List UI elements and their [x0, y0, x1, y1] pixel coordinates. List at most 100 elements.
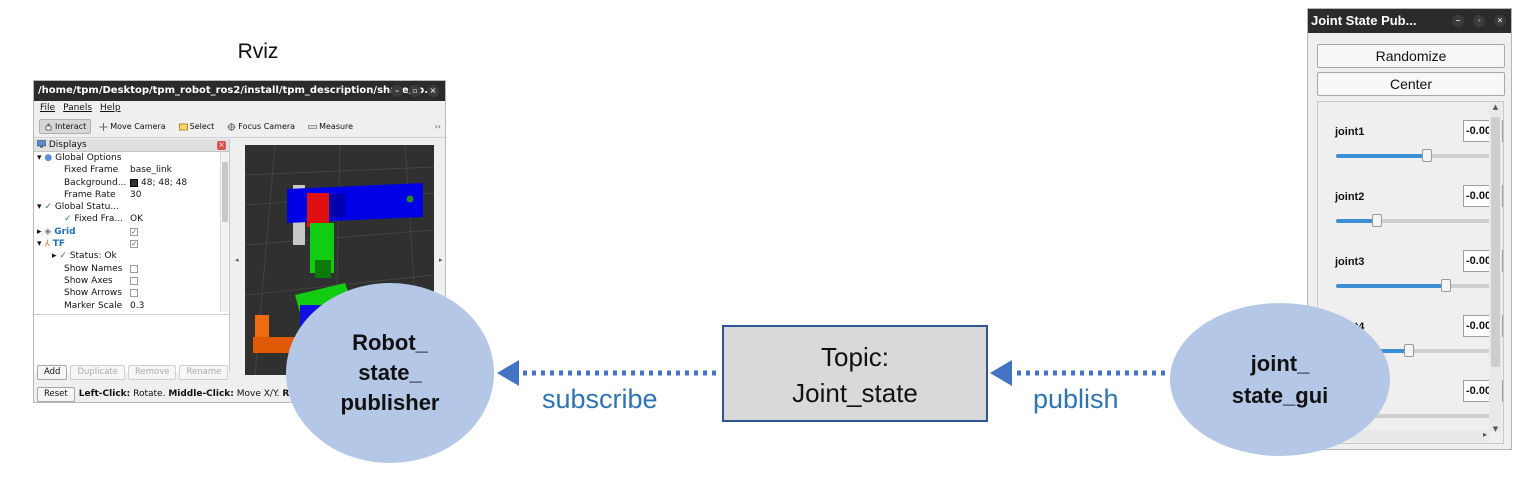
minimize-icon[interactable]: –: [391, 85, 403, 97]
jsp-horizontal-scrollbar[interactable]: ▸: [1319, 430, 1489, 442]
rename-button[interactable]: Rename: [179, 365, 229, 380]
displays-panel: Displays × ▾ ● Global Options Fixed Fram…: [34, 139, 230, 372]
scroll-up-icon[interactable]: ▲: [1492, 103, 1499, 111]
tree-row[interactable]: Show Names: [34, 263, 229, 275]
gui-node-line: joint_: [1250, 350, 1310, 376]
panel-close-icon[interactable]: ×: [217, 141, 226, 150]
joint-name: joint3: [1335, 256, 1365, 268]
topic-line: Topic:: [821, 342, 889, 372]
displays-title: Displays: [48, 140, 87, 150]
rviz-menubar: File Panels Help: [34, 101, 445, 116]
reset-button[interactable]: Reset: [37, 386, 75, 402]
joint-name: joint2: [1335, 191, 1365, 203]
robot-node-line: publisher: [340, 390, 440, 415]
status-left-click-text: Rotate.: [133, 389, 166, 399]
color-swatch[interactable]: [130, 178, 138, 187]
tree-row[interactable]: Show Arrows: [34, 287, 229, 299]
rviz-titlebar: /home/tpm/Desktop/tpm_robot_ros2/install…: [34, 81, 445, 101]
toolbar-overflow-icon[interactable]: ››: [434, 122, 441, 131]
select-icon: [178, 123, 188, 130]
jsp-titlebar: Joint State Pub... – ▫ ×: [1308, 9, 1511, 33]
tool-select[interactable]: Select: [174, 119, 220, 134]
tool-move-camera[interactable]: Move Camera: [94, 119, 170, 134]
tool-measure-label: Measure: [319, 122, 354, 131]
joint-slider[interactable]: [1336, 279, 1498, 292]
menu-file[interactable]: File: [40, 103, 56, 113]
menu-panels[interactable]: Panels: [63, 103, 93, 113]
rviz-caption: Rviz: [237, 40, 279, 63]
hand-cursor-icon: [45, 123, 52, 130]
ruler-icon: [308, 124, 317, 129]
robot-state-publisher-node: Robot_ state_ publisher: [286, 283, 494, 463]
show-axes-checkbox[interactable]: [130, 277, 138, 286]
tool-move-camera-label: Move Camera: [110, 122, 166, 131]
randomize-button[interactable]: Randomize: [1317, 44, 1505, 68]
status-left-click-label: Left-Click:: [78, 389, 131, 399]
tree-row[interactable]: Background...48; 48; 48: [64, 177, 188, 188]
maximize-icon[interactable]: ▫: [1473, 15, 1485, 27]
rviz-window-title: /home/tpm/Desktop/tpm_robot_ros2/install…: [38, 85, 436, 96]
displays-buttons: Add Duplicate Remove Rename: [37, 365, 229, 380]
grid-checkbox[interactable]: ✓: [130, 227, 138, 236]
joint-slider[interactable]: [1336, 214, 1498, 227]
robot-node-line: state_: [358, 360, 422, 385]
joint-slider[interactable]: [1336, 149, 1498, 162]
jsp-window-title: Joint State Pub...: [1311, 13, 1417, 28]
tree-row[interactable]: ▾ ● Global Options: [37, 153, 122, 163]
monitor-icon: [37, 140, 46, 148]
publish-label: publish: [1033, 384, 1119, 414]
scroll-down-icon[interactable]: ▼: [1492, 425, 1499, 433]
focus-camera-icon: [227, 122, 236, 131]
close-icon[interactable]: ×: [1494, 15, 1506, 27]
tool-select-label: Select: [189, 122, 215, 131]
rviz-toolbar: Interact Move Camera Select Focus Camera…: [34, 116, 445, 138]
move-camera-icon: [99, 122, 108, 131]
maximize-icon[interactable]: ▫: [409, 85, 421, 97]
tool-interact-label: Interact: [55, 122, 87, 131]
status-middle-click-label: Middle-Click:: [168, 389, 234, 399]
tool-focus-camera-label: Focus Camera: [238, 122, 296, 131]
subscribe-label: subscribe: [542, 384, 658, 414]
close-icon[interactable]: ×: [427, 85, 439, 97]
collapse-right-icon[interactable]: ▸: [439, 256, 443, 264]
center-button[interactable]: Center: [1317, 72, 1505, 96]
tool-interact[interactable]: Interact: [39, 119, 92, 134]
gui-node-line: state_gui: [1231, 382, 1329, 408]
robot-node-line: Robot_: [352, 330, 428, 355]
add-button[interactable]: Add: [37, 365, 68, 380]
scroll-right-icon[interactable]: ▸: [1482, 430, 1487, 439]
topic-line: Joint_state: [792, 378, 918, 408]
tree-row[interactable]: ▾ ⅄ TF✓: [37, 239, 138, 250]
minimize-icon[interactable]: –: [1452, 15, 1464, 27]
joint-state-publisher-window: Joint State Pub... – ▫ × Randomize Cente…: [1307, 8, 1512, 450]
joint-name: joint1: [1335, 126, 1365, 138]
topic-joint-state-box: Topic: Joint_state: [722, 325, 988, 422]
show-names-checkbox[interactable]: [130, 264, 138, 273]
publish-arrow-head: [990, 360, 1012, 386]
tree-row[interactable]: ▸ ✓ Status: Ok: [52, 251, 117, 262]
subscribe-arrow-head: [497, 360, 519, 386]
displays-panel-header: Displays ×: [34, 139, 229, 152]
tree-row[interactable]: ▾ ✓ Global Statu...: [37, 202, 119, 213]
remove-button[interactable]: Remove: [127, 365, 177, 380]
joint-state-gui-node: joint_ state_gui: [1170, 303, 1390, 456]
tree-row[interactable]: ▸ ◈ Grid✓: [37, 226, 138, 237]
collapse-left-icon[interactable]: ◂: [235, 256, 239, 264]
duplicate-button[interactable]: Duplicate: [70, 365, 125, 380]
menu-help[interactable]: Help: [100, 103, 121, 113]
tool-measure[interactable]: Measure: [303, 119, 358, 134]
status-middle-click-text: Move X/Y.: [236, 389, 280, 399]
tool-focus-camera[interactable]: Focus Camera: [222, 119, 300, 134]
display-description-area: [34, 314, 229, 359]
displays-scrollbar[interactable]: [220, 152, 229, 312]
tree-row[interactable]: Show Axes: [34, 275, 229, 287]
tf-checkbox[interactable]: ✓: [130, 240, 138, 249]
tree-row[interactable]: ✓ Fixed Fra...OK: [64, 214, 143, 225]
show-arrows-checkbox[interactable]: [130, 289, 138, 298]
jsp-vertical-scrollbar[interactable]: ▲ ▼: [1489, 103, 1502, 433]
